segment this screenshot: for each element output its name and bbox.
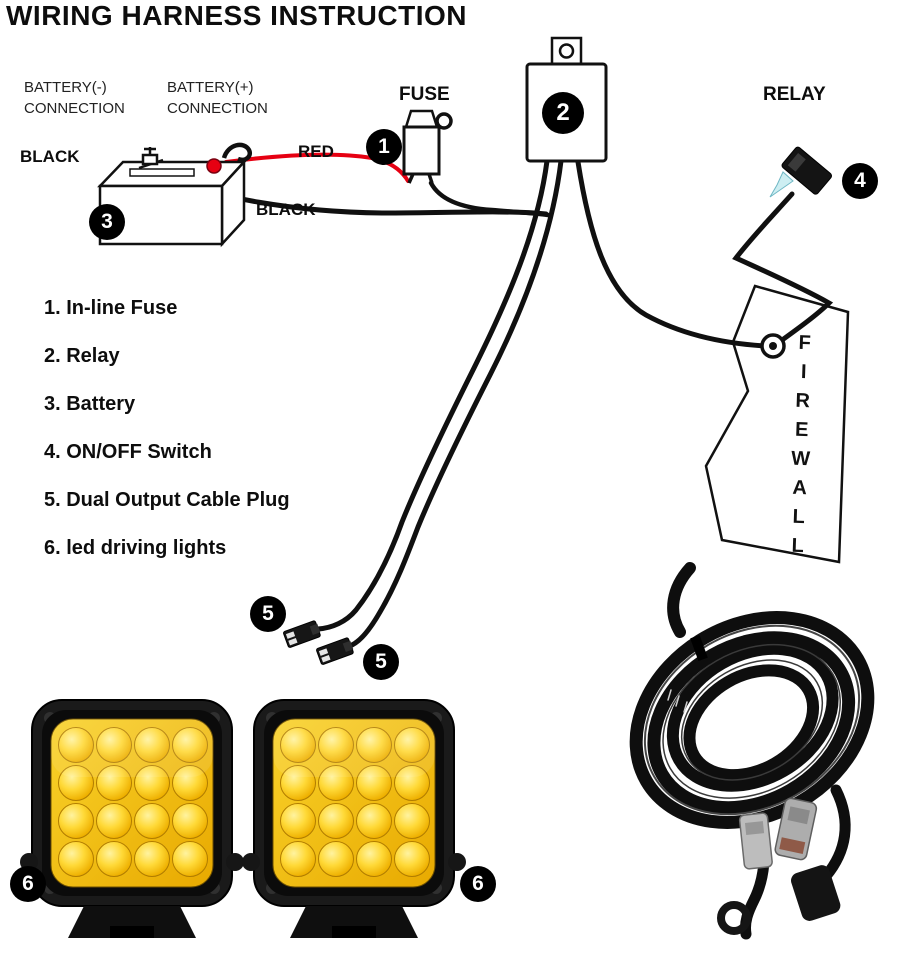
wires <box>149 152 834 648</box>
cable-print-marks <box>667 689 688 713</box>
battery-positive-label-line1: BATTERY(+) <box>167 79 254 96</box>
zip-tie <box>690 635 708 661</box>
callout-2-relay: 2 <box>542 92 584 134</box>
callout-6-light-right: 6 <box>460 866 496 902</box>
battery-negative-label-line1: BATTERY(-) <box>24 79 107 96</box>
switch-arrow-icon <box>769 171 794 198</box>
wire-fuse-out <box>428 180 551 218</box>
battery-positive-label: BATTERY(+) CONNECTION <box>167 77 268 119</box>
legend-list: 1. In-line Fuse 2. Relay 3. Battery 4. O… <box>44 284 290 572</box>
legend-item-4: 4. ON/OFF Switch <box>44 440 212 463</box>
battery-negative-terminal <box>138 147 164 170</box>
wire-trunk-b <box>349 158 564 648</box>
battery-positive-terminal <box>206 158 222 174</box>
black-wire-label: BLACK <box>256 200 316 219</box>
callout-6-light-left: 6 <box>10 866 46 902</box>
dt-connector-a <box>774 797 818 861</box>
legend-item-1: 1. In-line Fuse <box>44 296 178 319</box>
battery-positive-label-line2: CONNECTION <box>167 100 268 117</box>
callout-3-battery: 3 <box>89 204 125 240</box>
wire-trunk-a <box>315 158 550 632</box>
wire-to-firewall <box>575 159 769 349</box>
relay-label: RELAY <box>763 84 826 105</box>
red-wire-label: RED <box>298 142 334 161</box>
battery-negative-label-line2: CONNECTION <box>24 100 125 117</box>
black-terminal-label: BLACK <box>20 147 80 166</box>
rubber-boot <box>791 865 841 921</box>
wire-firewall-to-switch <box>732 191 834 346</box>
legend-item-5: 5. Dual Output Cable Plug <box>44 488 290 511</box>
ring-terminal <box>717 901 751 935</box>
firewall-grommet <box>760 333 786 359</box>
callout-5-plug-left: 5 <box>250 596 286 632</box>
output-plug-b <box>316 637 354 665</box>
legend-item-3: 3. Battery <box>44 392 136 415</box>
firewall-panel <box>704 284 850 564</box>
page-title: WIRING HARNESS INSTRUCTION <box>6 0 467 31</box>
harness-photo <box>629 562 875 940</box>
led-light-left <box>19 699 245 939</box>
fuse-label: FUSE <box>399 84 450 105</box>
dt-connector-b <box>738 812 773 870</box>
battery-negative-label: BATTERY(-) CONNECTION <box>24 77 125 119</box>
onoff-switch <box>769 146 833 198</box>
callout-1-fuse: 1 <box>366 129 402 165</box>
callout-4-switch: 4 <box>842 163 878 199</box>
output-plug-a <box>283 620 321 648</box>
led-light-right <box>241 699 467 939</box>
ring-terminal-hook <box>221 142 252 162</box>
legend-item-6: 6. led driving lights <box>44 536 227 559</box>
legend-item-2: 2. Relay <box>44 344 120 367</box>
callout-5-plug-right: 5 <box>363 644 399 680</box>
fuse-holder <box>402 109 453 184</box>
wire-red-positive <box>224 152 410 183</box>
